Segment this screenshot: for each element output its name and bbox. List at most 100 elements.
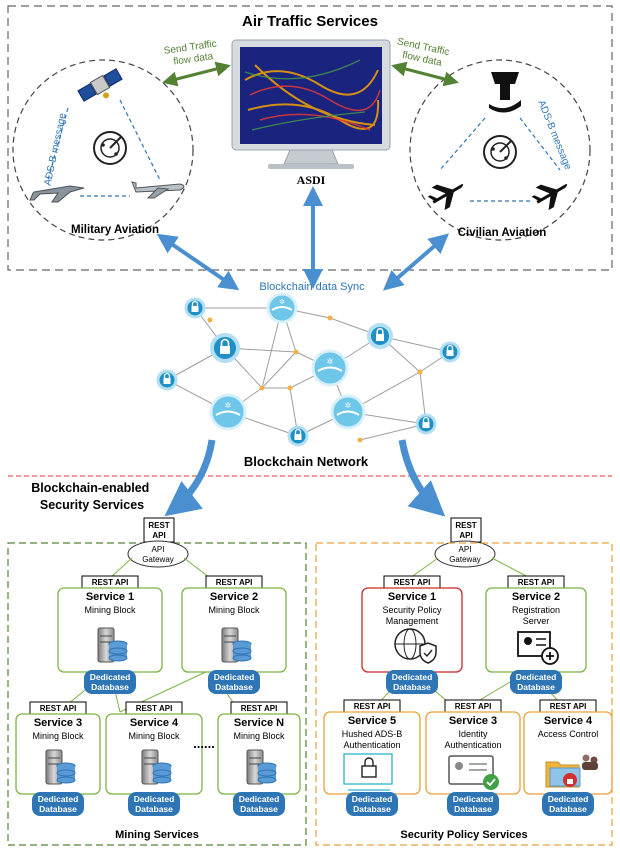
service-description: Identity: [458, 729, 488, 739]
dedicated-database-label: Database: [215, 682, 253, 692]
blockchain-network-label: Blockchain Network: [244, 454, 369, 469]
dedicated-database-label: Dedicated: [239, 794, 280, 804]
radar-icon: [483, 135, 517, 169]
airplane-icon: [531, 183, 568, 211]
lock-node-icon: [367, 323, 393, 349]
airplane-icon: [427, 183, 464, 211]
sync-arrow-left: [156, 233, 240, 291]
rest-api-label: REST API: [241, 704, 278, 713]
dedicated-database-badge: [510, 670, 562, 694]
block-node-icon: ✲: [209, 393, 247, 431]
air-traffic-title: Air Traffic Services: [242, 13, 378, 30]
send-traffic-arrow-right: [391, 61, 459, 87]
dedicated-database-badge: [233, 792, 285, 816]
svg-text:✲: ✲: [327, 357, 334, 366]
service-description: Access Control: [538, 729, 599, 739]
rest-api-label: REST API: [216, 578, 253, 587]
security-service-card[interactable]: REST API Service 5 Hushed ADS-BAuthenticat…: [323, 699, 421, 816]
service-name: Service 2: [210, 591, 258, 603]
dedicated-database-label: Dedicated: [516, 672, 557, 682]
dedicated-database-label: Database: [135, 804, 173, 814]
dedicated-database-label: Database: [39, 804, 77, 814]
block-node-icon: ✲: [311, 349, 349, 387]
dedicated-database-label: Database: [454, 804, 492, 814]
service-description: Registration: [512, 605, 560, 615]
dedicated-database-label: Database: [517, 682, 555, 692]
service-name: Service 4: [130, 717, 179, 729]
service-description: Mining Block: [32, 731, 84, 741]
satellite-icon: [77, 68, 123, 102]
mining-service-card[interactable]: REST API Service 2 Mining BlockDedicatedDa…: [181, 575, 287, 694]
dedicated-database-label: Database: [549, 804, 587, 814]
service-description: Management: [386, 616, 439, 626]
civilian-aviation-label: Civilian Aviation: [458, 227, 547, 239]
dedicated-database-badge: [346, 792, 398, 816]
dedicated-database-badge: [447, 792, 499, 816]
server-database-icon: [221, 627, 252, 663]
blockchain-sync-label: Blockchain data Sync: [259, 281, 365, 293]
dedicated-database-label: Dedicated: [134, 794, 175, 804]
mining-service-card[interactable]: REST API Service 4 Mining BlockDedicatedDa…: [105, 701, 203, 816]
rest-api-label: REST API: [40, 704, 77, 713]
radar-icon: [93, 131, 127, 165]
curved-arrow-right: [398, 439, 446, 517]
security-service-card[interactable]: REST API Service 1 Security PolicyManageme…: [361, 575, 463, 694]
transport-plane-icon: [131, 181, 185, 199]
military-aviation-label: Military Aviation: [71, 224, 159, 236]
server-database-icon: [141, 749, 172, 785]
dedicated-database-label: Database: [353, 804, 391, 814]
dedicated-database-badge: [542, 792, 594, 816]
send-traffic-label-left: Send Traffic flow data: [163, 38, 222, 69]
rest-api-label: REST API: [92, 578, 129, 587]
rest-api-label: REST API: [354, 702, 391, 711]
service-name: Service 1: [388, 591, 436, 603]
service-name: Service 5: [348, 715, 396, 727]
service-description: Hushed ADS-B: [342, 729, 403, 739]
security-services-title: Blockchain-enabled Security Services: [31, 481, 153, 512]
certificate-add-icon: [517, 631, 559, 665]
service-description: Security Policy: [382, 605, 442, 615]
blockchain-network: [166, 307, 451, 441]
lock-node-icon: [210, 333, 240, 363]
curved-arrow-left: [164, 439, 216, 517]
rest-api-label: REST API: [136, 704, 173, 713]
server-database-icon: [45, 749, 76, 785]
adsb-label-right: ADS-B message: [535, 99, 573, 172]
service-name: Service 2: [512, 591, 560, 603]
civilian-aviation-group: ADS-B message Civilian Aviation: [409, 59, 591, 241]
service-description: Authentication: [343, 740, 400, 750]
security-services-frame: [315, 542, 613, 846]
fighter-jet-icon: [29, 185, 85, 203]
lock-node-icon: [184, 297, 206, 319]
id-card-check-icon: [448, 755, 499, 790]
service-description: Mining Block: [128, 731, 180, 741]
dedicated-database-label: Database: [240, 804, 278, 814]
svg-text:✲: ✲: [279, 298, 285, 306]
rest-api-label: REST API: [394, 578, 431, 587]
military-aviation-group: ADS-B message Military Aviation: [12, 59, 194, 241]
lock-node-icon: [287, 425, 309, 447]
service-description: Mining Block: [208, 605, 260, 615]
blockchain-nodes: ✲ ✲ ✲ ✲: [156, 292, 461, 447]
dedicated-database-badge: [128, 792, 180, 816]
dedicated-database-label: Dedicated: [352, 794, 393, 804]
dedicated-database-label: Dedicated: [548, 794, 589, 804]
dedicated-database-label: Dedicated: [214, 672, 255, 682]
mining-services-title: Mining Services: [115, 829, 199, 841]
block-node-icon: ✲: [330, 394, 366, 430]
dedicated-database-badge: [32, 792, 84, 816]
service-description: Mining Block: [84, 605, 136, 615]
